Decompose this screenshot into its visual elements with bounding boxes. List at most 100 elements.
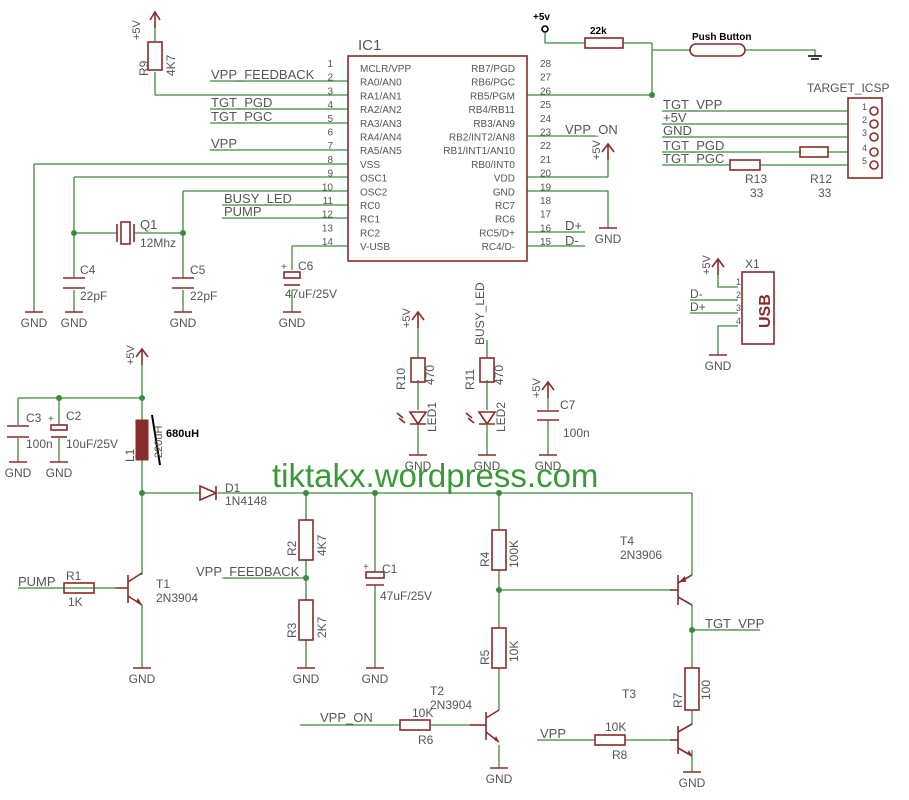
- supply-arrow: [411, 310, 425, 328]
- l1-value: 220uH: [153, 426, 165, 458]
- r9-value: 4K7: [164, 54, 178, 76]
- gnd-label: GND: [486, 772, 513, 786]
- r8-value: 10K: [605, 720, 626, 734]
- ic1-pin-name: RA0/AN0: [360, 78, 402, 89]
- net-pump: PUMP: [224, 204, 262, 219]
- ic1-pin-number: 4: [327, 100, 333, 111]
- watermark: tiktakx.wordpress.com: [272, 457, 598, 494]
- net-busy-led: BUSY_LED: [224, 191, 292, 206]
- ic1-pin-number: 18: [540, 196, 552, 207]
- ic1-pin-number: 9: [327, 169, 333, 180]
- r10-name: R10: [394, 368, 408, 390]
- gnd-label: GND: [535, 459, 562, 473]
- c6: + C6 47uF/25V: [281, 259, 337, 301]
- ic1-pin-name: OSC2: [360, 187, 388, 198]
- svg-text:+: +: [281, 262, 287, 273]
- push-button-circuit: +5v 22k Push Button: [533, 12, 822, 60]
- led-section: R10 470 R11 470 BUSY_LED LED1 LED2 C7 10…: [394, 282, 590, 440]
- ic1-pin-number: 27: [540, 73, 552, 84]
- icsp-pin-number: 1: [862, 102, 867, 112]
- r7-name: R7: [671, 692, 685, 708]
- supply-arrow: [541, 380, 555, 398]
- plus5v-small: +5v: [533, 12, 550, 23]
- ic-right-net-labels: VPP_ON D+ D-: [565, 122, 618, 248]
- r9: +5V R9 4K7: [131, 10, 178, 76]
- vpp-switch-section: R4 100K R5 10K T2 2N3904 10K R6 VPP_ON T…: [320, 529, 764, 762]
- ic1-pin-name: RC0: [360, 201, 380, 212]
- ic1-pin-name: RB4/RB11: [468, 105, 515, 116]
- r13-name: R13: [745, 172, 767, 186]
- supply-label: +5V: [531, 377, 543, 398]
- t1-name: T1: [156, 577, 170, 591]
- ic1-pin-number: 20: [540, 169, 552, 180]
- ic1-pin-number: 15: [540, 237, 552, 248]
- r4-name: R4: [478, 551, 492, 567]
- ic1-pin-number: 2: [327, 73, 333, 84]
- ic1-pin-number: 3: [327, 86, 333, 97]
- tgt-vpp-net: TGT_VPP: [705, 616, 764, 631]
- usb-pin-number: 1: [736, 277, 741, 287]
- c5-value: 22pF: [190, 289, 217, 303]
- q1-value: 12Mhz: [140, 236, 176, 250]
- icsp-signal-label: +5V: [663, 110, 687, 125]
- ic1-pin-name: RA1/AN1: [360, 91, 402, 102]
- t3-name: T3: [622, 687, 636, 701]
- ic1-pin-name: RC4/D-: [482, 242, 515, 253]
- ic1-pin-name: RC2: [360, 228, 380, 239]
- ic1-pin-name: RB7/PGD: [471, 64, 515, 75]
- ic1-pin-name: RA5/AN5: [360, 146, 402, 157]
- ic1-name: IC1: [358, 37, 381, 54]
- usb-d-plus: D+: [690, 300, 706, 314]
- r2-name: R2: [285, 540, 299, 556]
- ic1-pin-number: 1: [327, 59, 333, 70]
- gnd-label: GND: [170, 316, 197, 330]
- c4-name: C4: [80, 263, 96, 277]
- ic1-right-pins: 28RB7/PGD27RB6/PGC26RB5/PGM25RB4/RB1124R…: [443, 59, 551, 253]
- supply-label: +5V: [591, 139, 603, 160]
- ic1-pin-number: 21: [540, 155, 552, 166]
- gnd-label: GND: [362, 672, 389, 686]
- ic1-pin-number: 10: [322, 182, 334, 193]
- gnd-label: GND: [46, 466, 73, 480]
- r4-value: 100K: [507, 540, 521, 568]
- r11-name: R11: [463, 369, 477, 390]
- ic1-pin-number: 5: [327, 114, 333, 125]
- ic1-pin-number: 11: [323, 196, 334, 207]
- r10-value: 470: [423, 365, 437, 385]
- ic1-pin-name: RA3/AN3: [360, 119, 402, 130]
- ic1-pin-name: RC1: [360, 215, 380, 226]
- d1-name: D1: [225, 481, 241, 495]
- c2-name: C2: [66, 409, 82, 423]
- c6-name: C6: [298, 259, 314, 273]
- gnd-label: GND: [705, 359, 732, 373]
- gnd-label: GND: [679, 776, 706, 790]
- t4-name: T4: [620, 534, 634, 548]
- q1-name: Q1: [140, 217, 157, 232]
- net-vpp: VPP: [211, 136, 237, 151]
- ic1-pin-name: RC5/D+: [479, 228, 515, 239]
- r3-value: 2K7: [315, 616, 329, 638]
- icsp-pin-socket: [869, 132, 879, 142]
- ic1-pin-name: RB0/INT0: [471, 160, 515, 171]
- wires: [17, 33, 848, 772]
- r8-name: R8: [612, 748, 628, 762]
- ic1-pin-number: 6: [327, 128, 333, 139]
- ic1-pin-number: 19: [540, 182, 552, 193]
- ic1-pin-number: 23: [540, 128, 552, 139]
- led1-label: LED1: [425, 402, 439, 432]
- net-d-plus: D+: [565, 218, 582, 233]
- r12-value: 33: [818, 186, 832, 200]
- c1-name: C1: [382, 562, 398, 576]
- supply-label: +5V: [401, 307, 413, 328]
- icsp-signal-label: TGT_PGC: [663, 151, 724, 166]
- r13-value: 33: [750, 186, 764, 200]
- junctions: [56, 92, 695, 633]
- gnd-label: GND: [474, 459, 501, 473]
- icsp-pin-number: 2: [862, 115, 867, 125]
- boost-section: C3 100n + C2 10uF/25V L1 220uH 680uH D1 …: [7, 409, 432, 641]
